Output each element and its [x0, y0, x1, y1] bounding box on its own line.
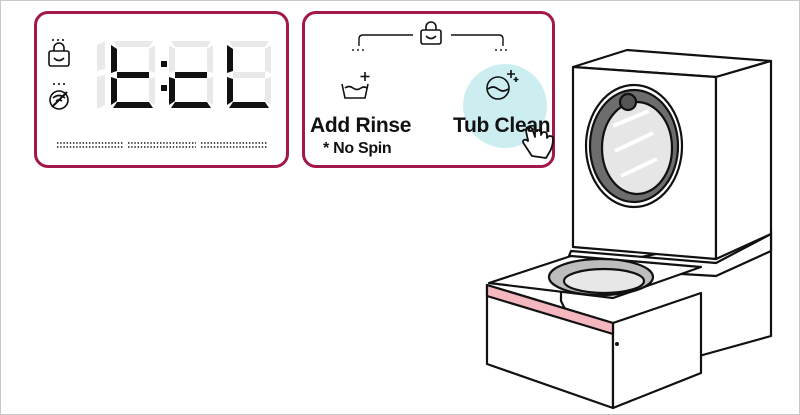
- wifi-off-icon: [49, 83, 69, 110]
- tub-clean-icon[interactable]: [486, 70, 519, 100]
- tub-clean-button[interactable]: Tub Clean: [453, 114, 551, 137]
- drawer-accent-strip: [485, 283, 615, 336]
- segment-char-l: [227, 45, 269, 108]
- segment-colon: [161, 61, 167, 91]
- segment-char-c: [169, 72, 211, 108]
- add-rinse-icon[interactable]: [341, 72, 370, 99]
- add-rinse-note: * No Spin: [323, 140, 392, 157]
- panel-child-lock-icon: [420, 21, 442, 45]
- washer-illustration: [485, 48, 773, 410]
- drawer-side: [611, 291, 703, 410]
- indicator-dots: [57, 142, 267, 148]
- add-rinse-button[interactable]: Add Rinse: [310, 114, 412, 137]
- panel-connector-lines: [352, 34, 507, 51]
- segment-char-t: [111, 45, 153, 108]
- segment-display-code: [111, 45, 269, 108]
- washer-side: [714, 59, 773, 261]
- child-lock-icon: [48, 39, 70, 67]
- hand-pointer-icon: [522, 122, 554, 159]
- tub-clean-highlight: [463, 64, 547, 148]
